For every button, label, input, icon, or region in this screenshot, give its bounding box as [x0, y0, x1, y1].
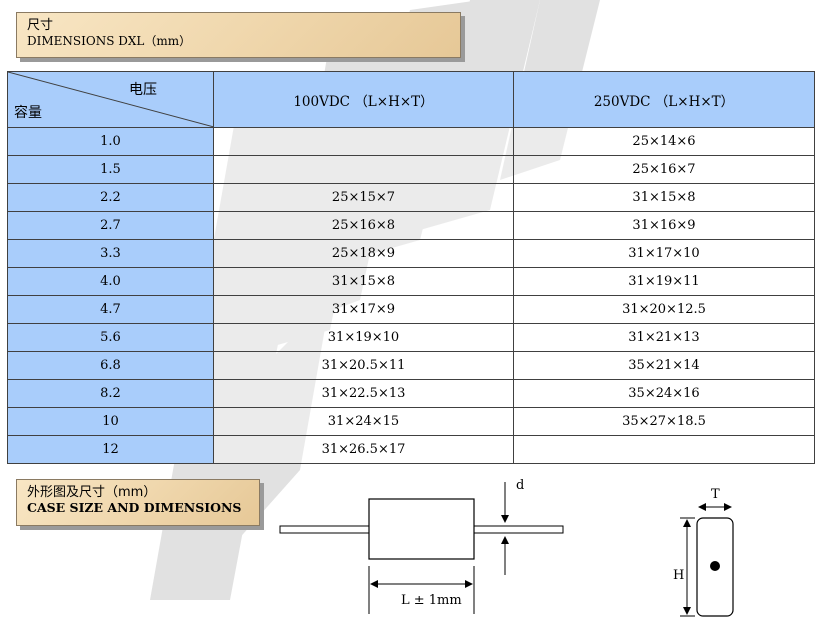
- size-100vdc-cell: 31×22.5×13: [213, 379, 514, 408]
- capacitance-cell: 2.2: [7, 183, 214, 212]
- size-100vdc-cell: 31×15×8: [213, 267, 514, 296]
- corner-diagonal-line: [8, 72, 214, 127]
- capacitance-cell: 12: [7, 435, 214, 464]
- d-label: d: [516, 478, 525, 493]
- capacitance-cell: 5.6: [7, 323, 214, 352]
- capacitance-cell: 8.2: [7, 379, 214, 408]
- size-100vdc-cell: 25×18×9: [213, 239, 514, 268]
- capacitance-cell: 1.5: [7, 155, 214, 184]
- table-row: 1.5 25×16×7: [7, 155, 815, 184]
- capacitance-cell: 3.3: [7, 239, 214, 268]
- capacitor-body: [368, 498, 475, 560]
- column-header-250vdc: 250VDC （L×H×T）: [513, 71, 815, 128]
- capacitance-cell: 2.7: [7, 211, 214, 240]
- size-250vdc-cell: 25×16×7: [513, 155, 815, 184]
- table-row: 1.0 25×14×6: [7, 127, 815, 156]
- table-header-row: 电压 容量 100VDC （L×H×T） 250VDC （L×H×T）: [7, 71, 815, 128]
- capacitance-cell: 1.0: [7, 127, 214, 156]
- voltage-header-label: 电压: [129, 82, 157, 98]
- size-250vdc-cell: 31×16×9: [513, 211, 815, 240]
- size-100vdc-cell: 31×17×9: [213, 295, 514, 324]
- dimensions-table: 电压 容量 100VDC （L×H×T） 250VDC （L×H×T） 1.0 2…: [7, 71, 815, 464]
- size-250vdc-cell: 25×14×6: [513, 127, 815, 156]
- size-100vdc-cell: [213, 127, 514, 156]
- capacitance-cell: 10: [7, 407, 214, 436]
- l-tolerance-label: L ± 1mm: [401, 593, 462, 608]
- lead-dot: [710, 561, 720, 571]
- size-250vdc-cell: [513, 435, 815, 464]
- size-100vdc-cell: 25×15×7: [213, 183, 514, 212]
- size-250vdc-cell: 31×19×11: [513, 267, 815, 296]
- size-100vdc-cell: 25×16×8: [213, 211, 514, 240]
- capacitance-cell: 4.7: [7, 295, 214, 324]
- case-size-title-zh: 外形图及尺寸（mm）: [27, 485, 157, 500]
- case-size-title-en: CASE SIZE AND DIMENSIONS: [27, 500, 242, 515]
- dimensions-title-en: DIMENSIONS DXL（mm）: [27, 34, 192, 48]
- h-label: H: [673, 568, 685, 583]
- capacitance-cell: 4.0: [7, 267, 214, 296]
- size-250vdc-cell: 35×21×14: [513, 351, 815, 380]
- dimensions-title-box: 尺寸 DIMENSIONS DXL（mm）: [16, 12, 461, 58]
- size-100vdc-cell: 31×26.5×17: [213, 435, 514, 464]
- t-label: T: [711, 487, 720, 502]
- capacity-header-label: 容量: [14, 105, 42, 121]
- corner-header-cell: 电压 容量: [7, 71, 214, 128]
- size-250vdc-cell: 35×27×18.5: [513, 407, 815, 436]
- case-size-title-box: 外形图及尺寸（mm） CASE SIZE AND DIMENSIONS: [16, 479, 260, 526]
- size-100vdc-cell: 31×19×10: [213, 323, 514, 352]
- size-250vdc-cell: 31×21×13: [513, 323, 815, 352]
- dimensions-title-zh: 尺寸: [27, 18, 54, 33]
- size-100vdc-cell: 31×24×15: [213, 407, 514, 436]
- size-250vdc-cell: 31×20×12.5: [513, 295, 815, 324]
- size-250vdc-cell: 35×24×16: [513, 379, 815, 408]
- size-250vdc-cell: 31×15×8: [513, 183, 815, 212]
- size-100vdc-cell: [213, 155, 514, 184]
